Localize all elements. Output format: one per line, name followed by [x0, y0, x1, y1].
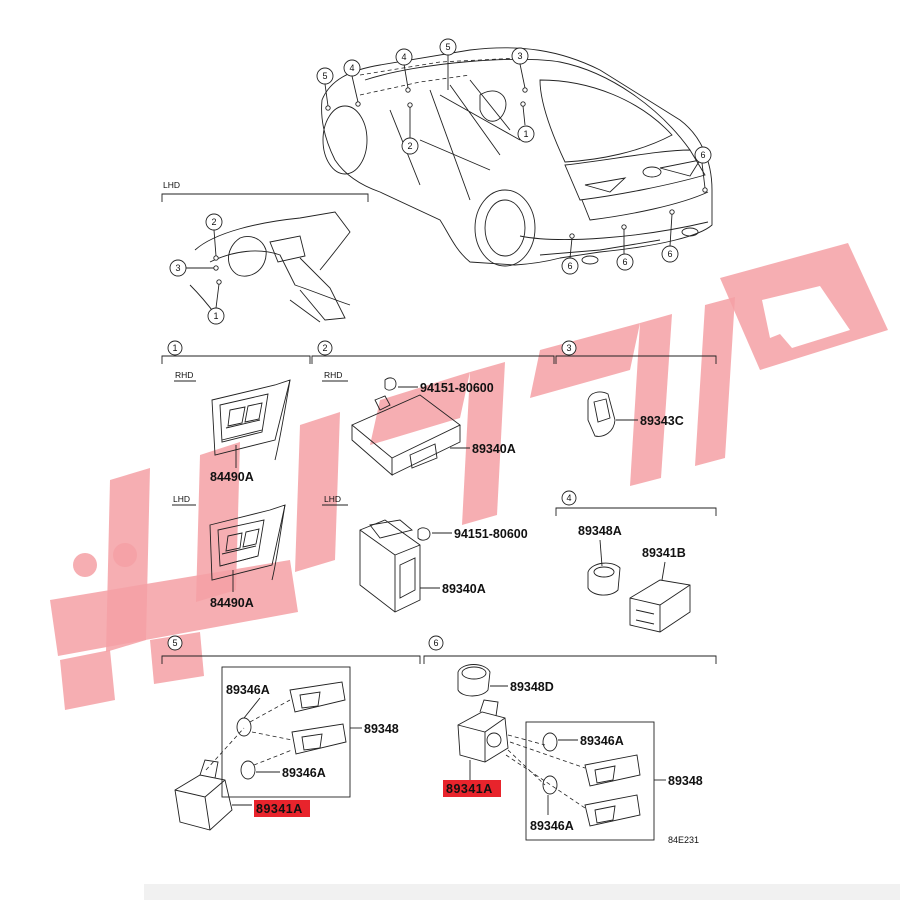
callout-2: 2 — [211, 217, 216, 227]
lhd-dashboard-section: LHD 2 3 1 — [161, 180, 369, 325]
section-label-rhd: RHD — [175, 370, 193, 380]
callout-6: 6 — [567, 261, 572, 271]
section-callout-4: 4 — [566, 493, 571, 503]
callout-5: 5 — [322, 71, 327, 81]
highlight-89341a — [443, 780, 501, 797]
callout-6: 6 — [622, 257, 627, 267]
section-label-lhd: LHD — [163, 180, 180, 190]
part-label-89341a-highlighted: 89341A — [446, 782, 493, 796]
callout-1: 1 — [213, 311, 218, 321]
computer-89340a-rhd: RHD 94151-80600 89340A — [322, 370, 516, 476]
part-label-89348: 89348 — [668, 774, 703, 788]
section-6-assembly: 6 89348D 89341A 89346A 89346A 89348 — [423, 635, 717, 841]
callout-6: 6 — [700, 150, 705, 160]
part-label-89346a: 89346A — [282, 766, 326, 780]
section-5-assembly: 5 89346A 89346A 89348 89341A — [161, 635, 421, 831]
callout-4: 4 — [401, 52, 406, 62]
buzzer-89343c: 89343C — [587, 391, 684, 437]
callout-3: 3 — [175, 263, 180, 273]
switch-84490a-rhd: RHD 84490A — [174, 370, 291, 484]
part-label-89348a: 89348A — [578, 524, 622, 538]
part-label-89340a: 89340A — [472, 442, 516, 456]
callout-5: 5 — [445, 42, 450, 52]
callout-1: 1 — [523, 129, 528, 139]
car-callouts: 5 4 4 5 3 1 2 6 6 6 6 — [316, 38, 712, 275]
part-label-89348d: 89348D — [510, 680, 554, 694]
vehicle-overview — [321, 47, 713, 267]
callout-6: 6 — [667, 249, 672, 259]
section-headers-row1: 1 2 3 — [161, 340, 717, 364]
computer-89340a-lhd: LHD 94151-80600 89340A — [322, 494, 528, 613]
section-callout-2: 2 — [322, 343, 327, 353]
callout-4: 4 — [349, 63, 354, 73]
footer-band — [144, 884, 900, 900]
callout-2: 2 — [407, 141, 412, 151]
section-callout-5: 5 — [172, 638, 177, 648]
highlight-89341a — [254, 800, 310, 817]
part-label-89346a: 89346A — [530, 819, 574, 833]
section-callout-1: 1 — [172, 343, 177, 353]
part-label-84490a: 84490A — [210, 596, 254, 610]
part-label-89341b: 89341B — [642, 546, 686, 560]
section-callout-6: 6 — [433, 638, 438, 648]
part-label-89341a-highlighted: 89341A — [256, 802, 303, 816]
callout-3: 3 — [517, 51, 522, 61]
section-label-lhd: LHD — [173, 494, 190, 504]
section-label-rhd: RHD — [324, 370, 342, 380]
section-label-lhd: LHD — [324, 494, 341, 504]
part-label-84490a: 84490A — [210, 470, 254, 484]
section-callout-3: 3 — [566, 343, 571, 353]
watermark-logo — [50, 243, 888, 710]
part-label-94151-80600: 94151-80600 — [454, 527, 528, 541]
part-label-89346a: 89346A — [580, 734, 624, 748]
part-label-89340a: 89340A — [442, 582, 486, 596]
section-4-sensors: 4 89348A 89341B — [555, 490, 717, 633]
part-label-89348: 89348 — [364, 722, 399, 736]
part-label-89343c: 89343C — [640, 414, 684, 428]
part-label-94151-80600: 94151-80600 — [420, 381, 494, 395]
switch-84490a-lhd: LHD 84490A — [172, 494, 286, 610]
figure-code: 84E231 — [668, 835, 699, 845]
part-label-89346a: 89346A — [226, 683, 270, 697]
